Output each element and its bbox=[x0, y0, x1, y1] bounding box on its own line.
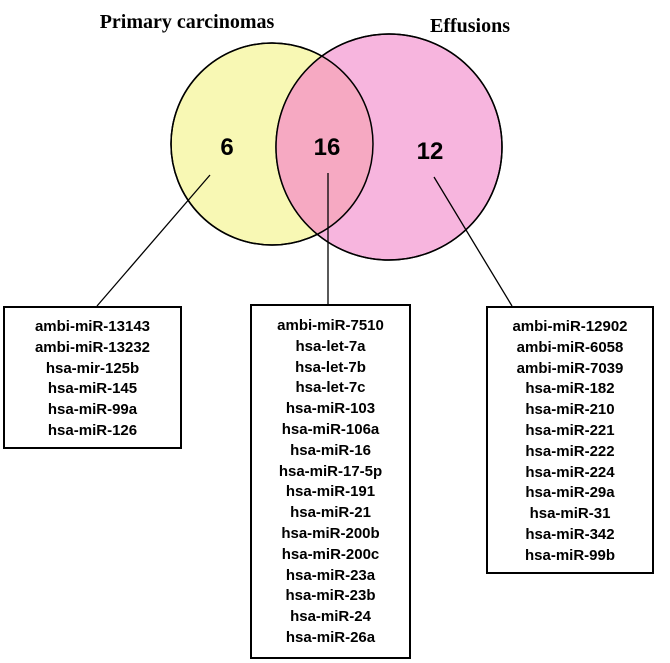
gene-list-item: hsa-miR-99a bbox=[47, 401, 138, 419]
effusions-outline bbox=[275, 33, 503, 261]
gene-list-item: hsa-miR-103 bbox=[285, 400, 376, 418]
gene-list-item: hsa-miR-17-5p bbox=[278, 462, 383, 480]
primary-carcinomas-outline bbox=[170, 42, 374, 246]
gene-list-item: ambi-miR-7510 bbox=[277, 317, 384, 334]
gene-list-item: hsa-miR-126 bbox=[47, 421, 138, 439]
gene-list-item: hsa-let-7c bbox=[295, 379, 366, 397]
overlap-region bbox=[276, 43, 373, 245]
gene-list-item: hsa-miR-23a bbox=[285, 566, 376, 584]
primary-only-count: 6 bbox=[220, 134, 233, 161]
gene-list-item: ambi-miR-12902 bbox=[512, 318, 628, 335]
gene-list-item: hsa-miR-29a bbox=[525, 484, 615, 502]
gene-list-item: ambi-miR-7039 bbox=[516, 359, 624, 377]
effusions-only-connector-line bbox=[433, 176, 513, 307]
gene-list-item: hsa-miR-26a bbox=[285, 628, 376, 646]
gene-list-item: hsa-miR-221 bbox=[525, 421, 615, 439]
gene-list-item: hsa-miR-145 bbox=[47, 380, 138, 398]
gene-list-item: hsa-miR-31 bbox=[529, 505, 611, 523]
gene-list-item: hsa-miR-200b bbox=[281, 524, 380, 542]
gene-list-item: hsa-miR-224 bbox=[525, 463, 615, 481]
gene-list-item: hsa-miR-342 bbox=[525, 525, 615, 543]
gene-list-item: hsa-miR-200c bbox=[281, 545, 380, 563]
primary-carcinomas-title: Primary carcinomas bbox=[100, 11, 275, 33]
effusions-only-count: 12 bbox=[417, 138, 444, 165]
gene-list-item: hsa-miR-182 bbox=[525, 380, 615, 398]
shared-count: 16 bbox=[314, 134, 341, 161]
primary-only-connector-line bbox=[96, 174, 211, 307]
gene-list-item: hsa-miR-191 bbox=[285, 483, 376, 501]
gene-list-item: hsa-miR-99b bbox=[524, 546, 616, 564]
gene-list-item: ambi-miR-13232 bbox=[34, 338, 151, 356]
gene-list-item: hsa-let-7b bbox=[295, 358, 366, 376]
gene-list-item: hsa-miR-23b bbox=[285, 587, 376, 605]
gene-list-item: ambi-miR-6058 bbox=[516, 338, 624, 356]
gene-list-item: hsa-miR-16 bbox=[290, 441, 371, 459]
gene-list-item: hsa-miR-210 bbox=[525, 401, 615, 419]
gene-list-item: hsa-miR-222 bbox=[525, 442, 615, 460]
shared-gene-list: ambi-miR-7510 hsa-let-7a hsa-let-7b hsa-let… bbox=[250, 304, 411, 659]
gene-list-item: hsa-miR-24 bbox=[290, 608, 371, 626]
primary-only-gene-list: ambi-miR-13143 ambi-miR-13232 hsa-mir-125b… bbox=[3, 306, 182, 449]
gene-list-item: hsa-mir-125b bbox=[45, 359, 140, 377]
effusions-only-gene-list: ambi-miR-12902 ambi-miR-6058 ambi-miR-7039… bbox=[486, 306, 654, 574]
gene-list-item: ambi-miR-13143 bbox=[34, 318, 151, 335]
gene-list-item: hsa-miR-106a bbox=[281, 420, 380, 438]
gene-list-item: hsa-let-7a bbox=[295, 337, 366, 355]
gene-list-item: hsa-miR-21 bbox=[290, 504, 371, 522]
effusions-title: Effusions bbox=[430, 15, 510, 37]
